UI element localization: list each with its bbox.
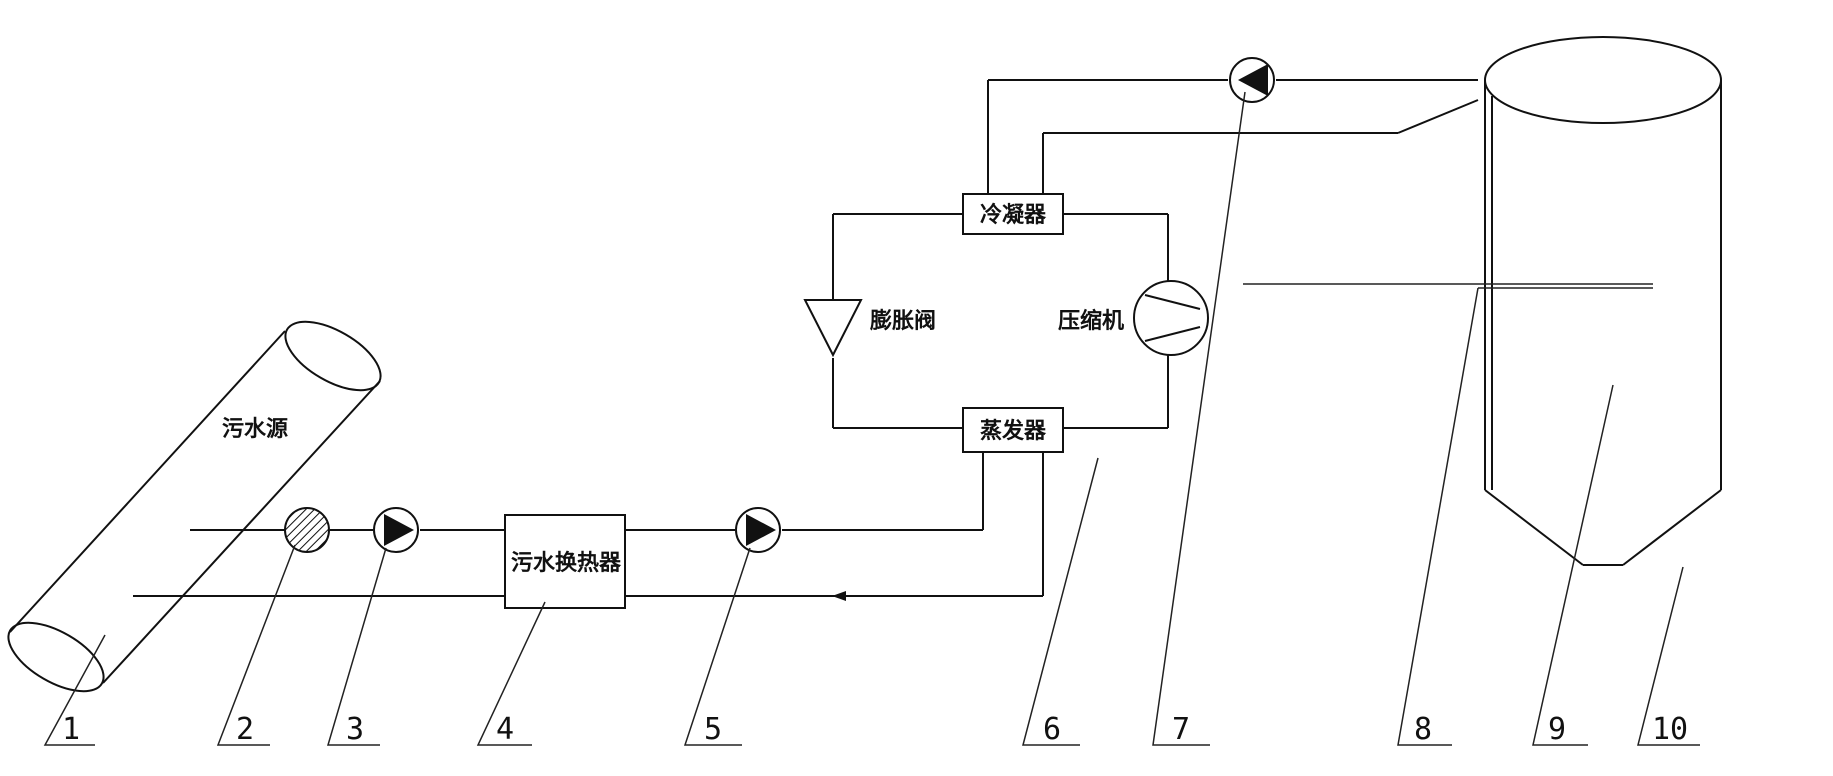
callout-leaders [43, 91, 1700, 746]
tank-circuit-lines [987, 79, 1479, 194]
callout-numbers: 1 2 3 4 5 6 7 8 9 10 [62, 712, 1688, 747]
sewage-source-pipe: 污水源 [7, 320, 382, 693]
sewage-source-label: 污水源 [222, 417, 288, 442]
pump-icon [373, 507, 419, 553]
callout-8: 8 [1414, 712, 1432, 747]
sewage-circuit-lines [133, 452, 1044, 601]
compressor-label: 压缩机 [1058, 308, 1124, 334]
callout-6: 6 [1043, 712, 1061, 747]
condenser: 冷凝器 [962, 193, 1064, 235]
compressor-icon: 压缩机 [1058, 280, 1209, 356]
filter-icon [284, 507, 330, 553]
evaporator: 蒸发器 [962, 407, 1064, 453]
evaporator-label: 蒸发器 [980, 418, 1047, 444]
callout-10: 10 [1652, 712, 1688, 747]
expansion-valve-label: 膨胀阀 [869, 309, 936, 334]
expansion-valve-icon: 膨胀阀 [803, 299, 936, 358]
callout-3: 3 [346, 712, 364, 747]
callout-7: 7 [1172, 712, 1190, 747]
callout-2: 2 [236, 712, 254, 747]
callout-4: 4 [496, 712, 514, 747]
heat-pump-loop [832, 213, 1169, 429]
condenser-label: 冷凝器 [980, 202, 1047, 228]
callout-5: 5 [704, 712, 722, 747]
callout-9: 9 [1548, 712, 1566, 747]
sewage-heat-exchanger-label: 污水换热器 [511, 550, 622, 576]
sewage-heat-exchanger: 污水换热器 [504, 514, 626, 609]
storage-tank [1243, 36, 1722, 566]
callout-1: 1 [62, 712, 80, 747]
pump-icon [1229, 57, 1275, 103]
pump-icon [735, 507, 781, 553]
